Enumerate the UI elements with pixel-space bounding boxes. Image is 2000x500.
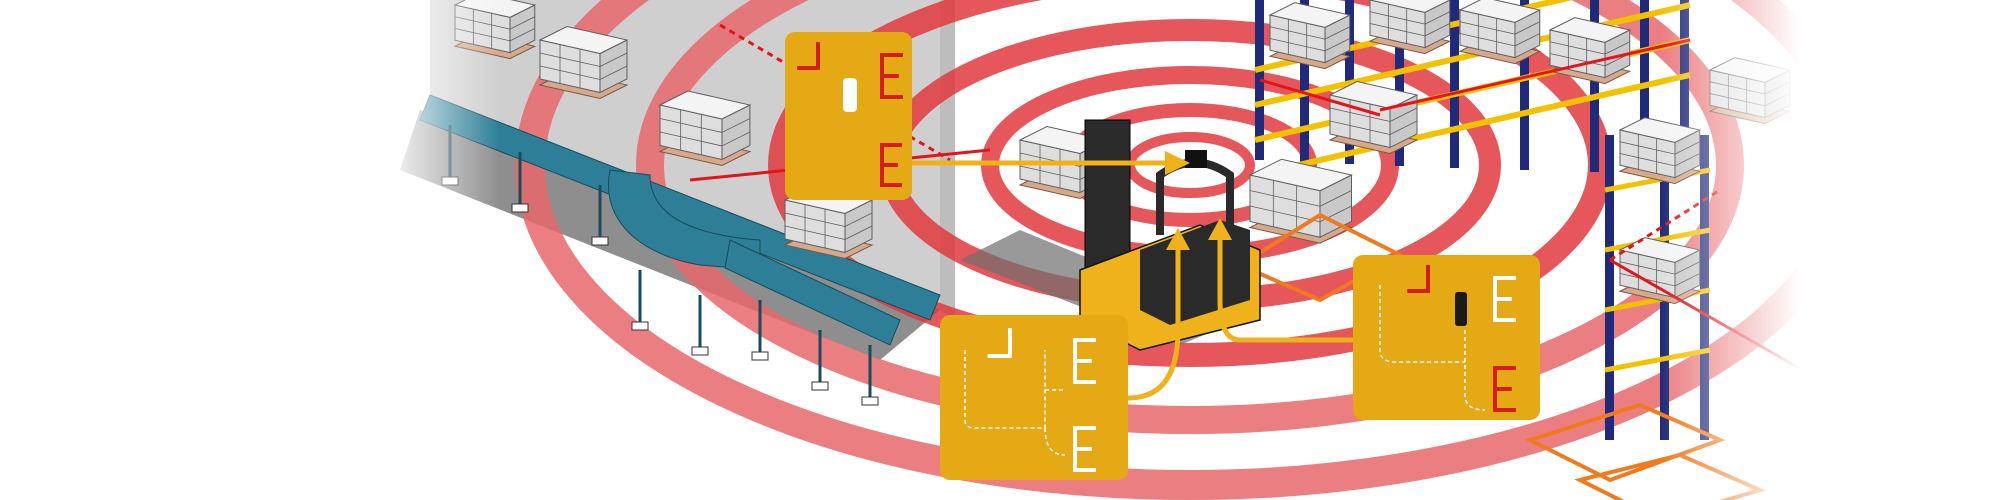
route-arrow-head: [1208, 218, 1232, 240]
box-line: [1269, 26, 1326, 40]
conveyor-foot: [751, 351, 769, 361]
box-line: [539, 52, 601, 67]
conveyor-foot: [861, 396, 879, 406]
route-branch-icon: [964, 350, 1066, 456]
box-line: [1549, 41, 1606, 55]
box-line: [599, 65, 628, 80]
rack-upright: [1395, 0, 1404, 166]
right-fade: [1660, 0, 1800, 500]
rack-upright: [1520, 0, 1529, 170]
box-line: [1514, 21, 1540, 35]
rack-pallet-3: [1458, 0, 1542, 65]
box-line: [721, 131, 751, 147]
box-line: [784, 212, 846, 227]
mapping-arrow-head: [1165, 151, 1190, 175]
box-line: [539, 65, 601, 80]
box-line: [1459, 21, 1516, 35]
curved-conveyor: [419, 0, 941, 406]
box-line: [1269, 38, 1326, 52]
box-line: [844, 212, 873, 227]
box-line: [1319, 190, 1352, 207]
pallet-racking: [1248, 0, 1792, 440]
box-line: [1329, 120, 1391, 135]
box-line: [784, 225, 846, 240]
box-line: [509, 16, 535, 30]
bracket-marker-icon: [880, 53, 903, 99]
box-line: [1604, 41, 1630, 55]
box-line: [1459, 33, 1516, 47]
box-face-top: [658, 90, 752, 120]
corner-marker-icon: [797, 42, 820, 70]
corner-marker-icon: [1407, 265, 1430, 293]
rack-beam: [1254, 72, 1691, 178]
rack-upright: [1300, 0, 1309, 162]
route-branch-icon: [1379, 285, 1486, 411]
box-line: [1514, 33, 1540, 47]
box-line: [1324, 26, 1350, 40]
lidar-scanner-icon: [1185, 150, 1207, 168]
fork-sensor-arrow-head: [1166, 228, 1190, 250]
box-line: [1369, 11, 1426, 25]
box-line: [1249, 205, 1321, 223]
rack-upright: [1450, 0, 1459, 168]
route-arrow: [1217, 240, 1353, 343]
mapping-callout: [785, 32, 912, 200]
box-line: [1424, 11, 1450, 25]
conveyor-foot: [811, 381, 829, 391]
floor-pallet: [1248, 158, 1353, 244]
rack-pallet-2: [1368, 0, 1452, 55]
box-line: [1019, 165, 1081, 180]
pallet-stack-2: [538, 25, 629, 100]
bracket-marker-icon: [880, 143, 902, 187]
box-line: [721, 118, 751, 133]
conveyor-foot: [691, 346, 709, 356]
rack-pallet-4: [1548, 17, 1632, 85]
fork-sensor-callout: [940, 315, 1128, 480]
conveyor-belt-exit: [724, 239, 901, 346]
fork-sensor-arrow: [1127, 250, 1181, 401]
rack-pallet-5: [1328, 80, 1419, 155]
sensor-callouts: [785, 32, 1540, 480]
lidar-scanner-icon: [1455, 292, 1467, 326]
bracket-marker-icon: [1073, 338, 1096, 384]
box-line: [659, 131, 723, 147]
bracket-marker-icon: [1493, 276, 1516, 322]
left-fade: [380, 0, 500, 500]
box-line: [1389, 120, 1418, 135]
rack-pallet-1: [1268, 2, 1352, 70]
pallet-stack-3: [658, 90, 752, 166]
ring-3: [768, 0, 1612, 367]
rack-upright: [1255, 0, 1264, 160]
lidar-scanner-icon: [843, 78, 857, 112]
box-line: [1329, 107, 1391, 122]
rack-beam: [1254, 2, 1691, 108]
box-line: [1369, 23, 1426, 37]
conveyor-foot: [631, 321, 649, 331]
box-line: [844, 225, 873, 240]
rack-upright-right: [1605, 135, 1614, 440]
laser-line: [1379, 38, 1691, 112]
box-line: [659, 118, 723, 133]
conveyor-foot: [511, 203, 529, 213]
box-line: [599, 52, 628, 67]
right-margin: [1800, 0, 2000, 500]
box-line: [1424, 23, 1450, 37]
box-line: [1549, 53, 1606, 67]
bracket-marker-icon: [1493, 366, 1516, 412]
bracket-marker-icon: [1073, 426, 1096, 472]
rack-upright: [1590, 0, 1599, 172]
corner-marker-icon: [987, 328, 1012, 358]
box-line: [1324, 38, 1350, 52]
conveyor-foot: [591, 236, 609, 246]
laser-line: [1259, 78, 1381, 117]
box-line: [1249, 190, 1321, 207]
box-line: [509, 28, 535, 42]
box-line: [1389, 107, 1418, 122]
